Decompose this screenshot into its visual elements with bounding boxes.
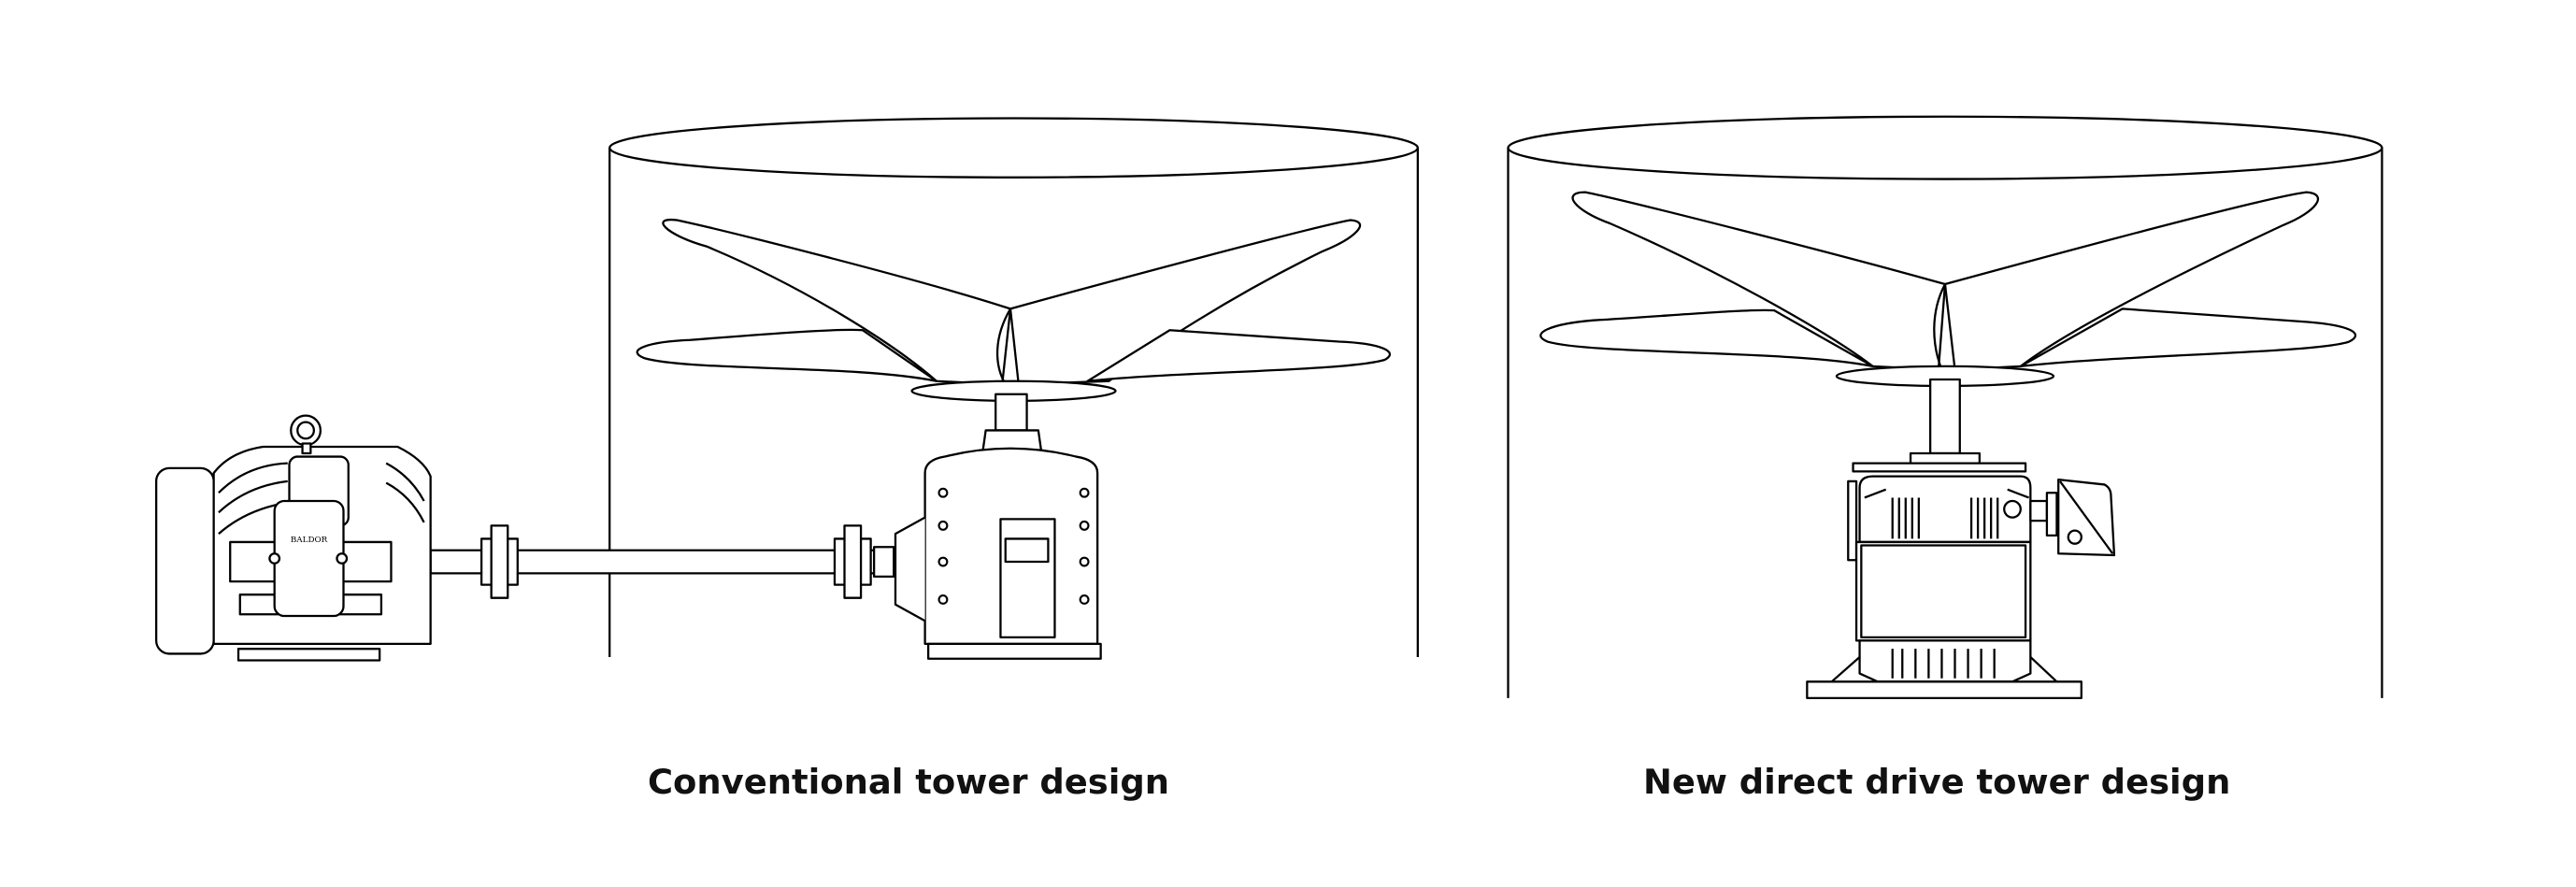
direct-drive-motor [1806, 378, 2116, 700]
baldor-motor: BALDOR [155, 414, 432, 662]
drive-shaft [429, 524, 895, 599]
tower-top-rim [608, 117, 1419, 179]
motor-brand-label: BALDOR [291, 536, 328, 545]
fan [1539, 191, 2356, 388]
gearbox [894, 429, 1102, 660]
tower-wall [1507, 148, 2383, 698]
caption-direct-drive: New direct drive tower design [1643, 762, 2230, 802]
conventional-tower: BALDOR [155, 117, 1419, 662]
fan [636, 218, 1392, 402]
direct-drive-tower [1507, 115, 2383, 700]
tower-top-rim [1507, 115, 2383, 180]
caption-conventional: Conventional tower design [648, 762, 1169, 802]
fan-shaft [995, 393, 1028, 432]
